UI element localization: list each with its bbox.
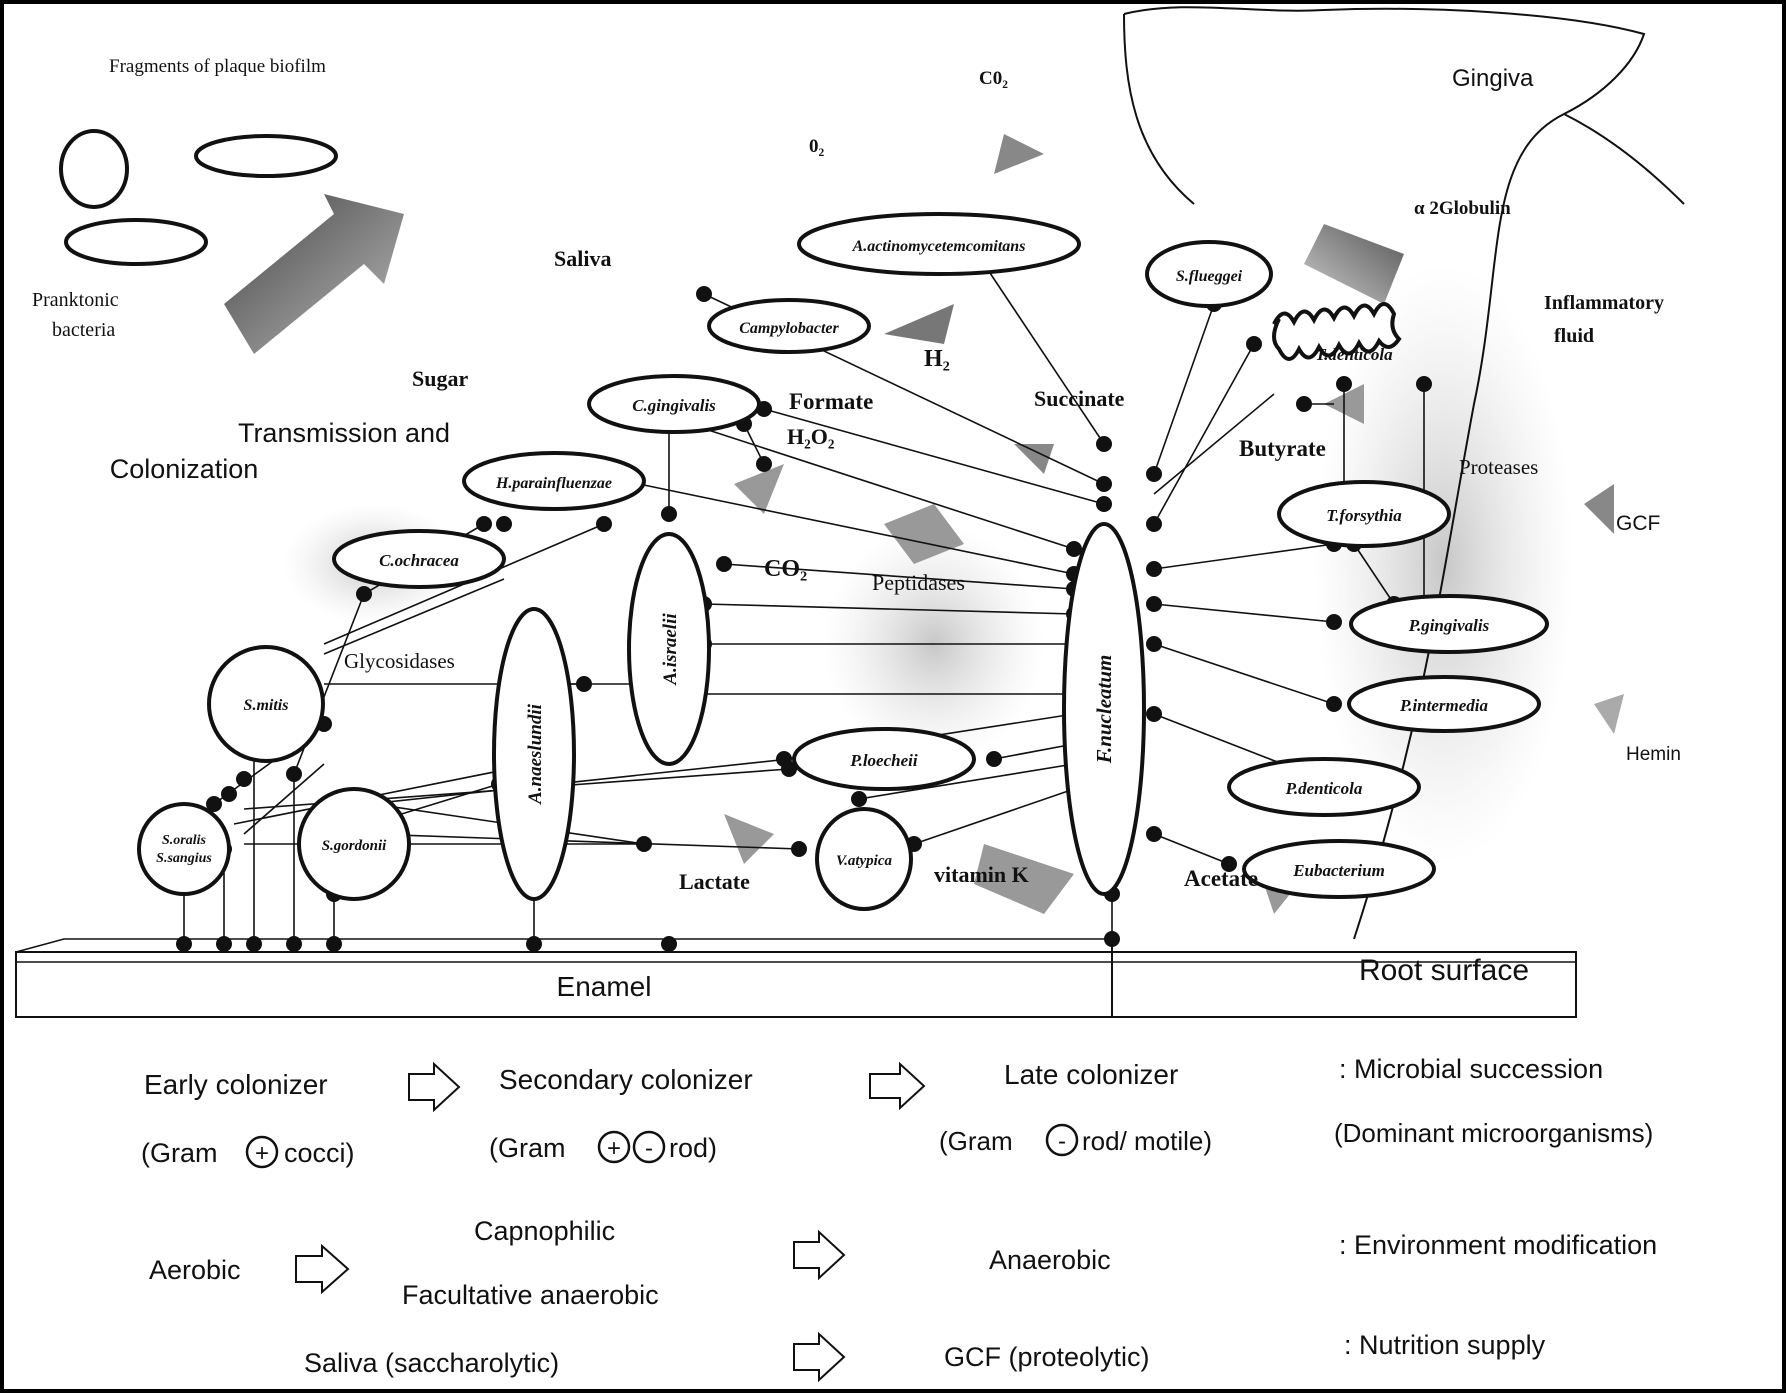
ploe-label: P.loecheii — [849, 751, 917, 770]
nutrition-text: : Nutrition supply — [1344, 1330, 1546, 1360]
biofilm-succession-diagram: Enamel Root surface — [4, 4, 1786, 1393]
ssangius-label: S.sangius — [156, 851, 212, 866]
tfors-label: T.forsythia — [1326, 506, 1402, 525]
gram-open-3: (Gram — [939, 1126, 1013, 1156]
gram-plus-1: + — [255, 1140, 269, 1167]
hemin-label: Hemin — [1626, 744, 1681, 765]
pging-label: P.gingivalis — [1408, 616, 1490, 635]
sugar-label: Sugar — [412, 366, 468, 391]
pdent-label: P.denticola — [1285, 779, 1363, 798]
globulin-label: α 2Globulin — [1414, 198, 1511, 219]
rod-motile-text: rod/ motile) — [1082, 1126, 1212, 1156]
soralis-shape — [139, 804, 229, 894]
bacteria-word-label: bacteria — [52, 319, 115, 341]
fluid-label: fluid — [1554, 325, 1594, 347]
aa-label: A.actinomycetemcomitans — [852, 238, 1026, 255]
environment-text: : Environment modification — [1339, 1230, 1657, 1260]
globulin-arrow — [1304, 224, 1404, 304]
arrow-facultative — [794, 1232, 844, 1278]
secondary-colonizer-text: Secondary colonizer — [499, 1064, 753, 1095]
early-colonizer-text: Early colonizer — [144, 1069, 328, 1100]
gram-minus-1: - — [645, 1135, 653, 1162]
h2o2-label: H₂O₂ — [787, 424, 835, 449]
soralis-label: S.oralis — [162, 833, 207, 848]
anaerobic-text: Anaerobic — [989, 1245, 1111, 1275]
cging-label: C.gingivalis — [632, 396, 716, 415]
eub-label: Eubacterium — [1292, 861, 1385, 880]
butyrate-label: Butyrate — [1239, 436, 1326, 461]
proteases-label: Proteases — [1459, 455, 1538, 479]
acetate-label: Acetate — [1184, 866, 1258, 891]
o2-label: 0₂ — [809, 136, 825, 157]
late-colonizer-text: Late colonizer — [1004, 1059, 1178, 1090]
arrow-early-secondary — [409, 1064, 459, 1110]
gram-minus-2: - — [1058, 1128, 1066, 1155]
saliva-sacch-text: Saliva (saccharolytic) — [304, 1348, 559, 1378]
glycosidases-label: Glycosidases — [344, 649, 455, 673]
rod-text: rod) — [669, 1133, 717, 1163]
gram-plus-2: + — [607, 1135, 621, 1162]
smitis-label: S.mitis — [244, 697, 289, 714]
succinate-label: Succinate — [1034, 386, 1125, 411]
lactate-label: Lactate — [679, 869, 750, 894]
peptidases-label: Peptidases — [872, 570, 965, 595]
gcf-prot-text: GCF (proteolytic) — [944, 1342, 1150, 1372]
planktonic-bacteria-shapes — [61, 131, 336, 264]
formate-label: Formate — [789, 389, 873, 414]
capnophilic-text: Capnophilic — [474, 1216, 615, 1246]
fnuc-label: F.nucleatum — [1092, 655, 1116, 765]
root-surface-label: Root surface — [1359, 954, 1529, 987]
hpara-label: H.parainfluenzae — [495, 475, 612, 492]
vatyp-label: V.atypica — [836, 853, 892, 869]
co2-label: CO₂ — [764, 556, 807, 582]
gram-open-2: (Gram — [489, 1133, 566, 1163]
aerobic-text: Aerobic — [149, 1255, 241, 1285]
gram-open-1: (Gram — [141, 1138, 218, 1168]
arrow-saliva-gcf — [794, 1334, 844, 1380]
co2-top-label: C0₂ — [979, 68, 1008, 89]
transmission-label: Transmission and — [238, 418, 450, 448]
cocci-text: cocci) — [284, 1138, 355, 1168]
microbial-succession-text: : Microbial succession — [1339, 1054, 1603, 1084]
legend: Early colonizer Secondary colonizer Late… — [141, 1054, 1657, 1380]
arrow-aerobic — [296, 1246, 348, 1292]
aisraelii-label: A.israelii — [660, 613, 681, 686]
sflueggei-label: S.flueggei — [1176, 268, 1243, 285]
transmission-arrow — [224, 194, 404, 354]
saliva-label: Saliva — [554, 246, 611, 271]
gcf-label: GCF — [1616, 512, 1660, 535]
h2-label: H₂ — [924, 346, 950, 372]
vitamin-k-label: vitamin K — [934, 862, 1029, 887]
sgordonii-label: S.gordonii — [322, 838, 387, 854]
enamel-label: Enamel — [557, 971, 652, 1002]
facultative-text: Facultative anaerobic — [402, 1280, 659, 1310]
pranktonic-label: Pranktonic — [32, 289, 119, 311]
coch-label: C.ochracea — [379, 551, 459, 570]
anaeslundii-label: A.naeslundii — [525, 703, 546, 805]
inflammatory-label: Inflammatory — [1544, 292, 1664, 314]
fragments-label: Fragments of plaque biofilm — [109, 56, 326, 77]
arrow-secondary-late — [870, 1064, 924, 1108]
dominant-text: (Dominant microorganisms) — [1334, 1118, 1653, 1148]
gingiva-label: Gingiva — [1452, 65, 1534, 92]
campylobacter-label: Campylobacter — [739, 320, 839, 337]
colonization-label: Colonization — [110, 454, 259, 484]
pint-label: P.intermedia — [1399, 696, 1488, 715]
tdent-label: T.denticola — [1315, 345, 1393, 364]
